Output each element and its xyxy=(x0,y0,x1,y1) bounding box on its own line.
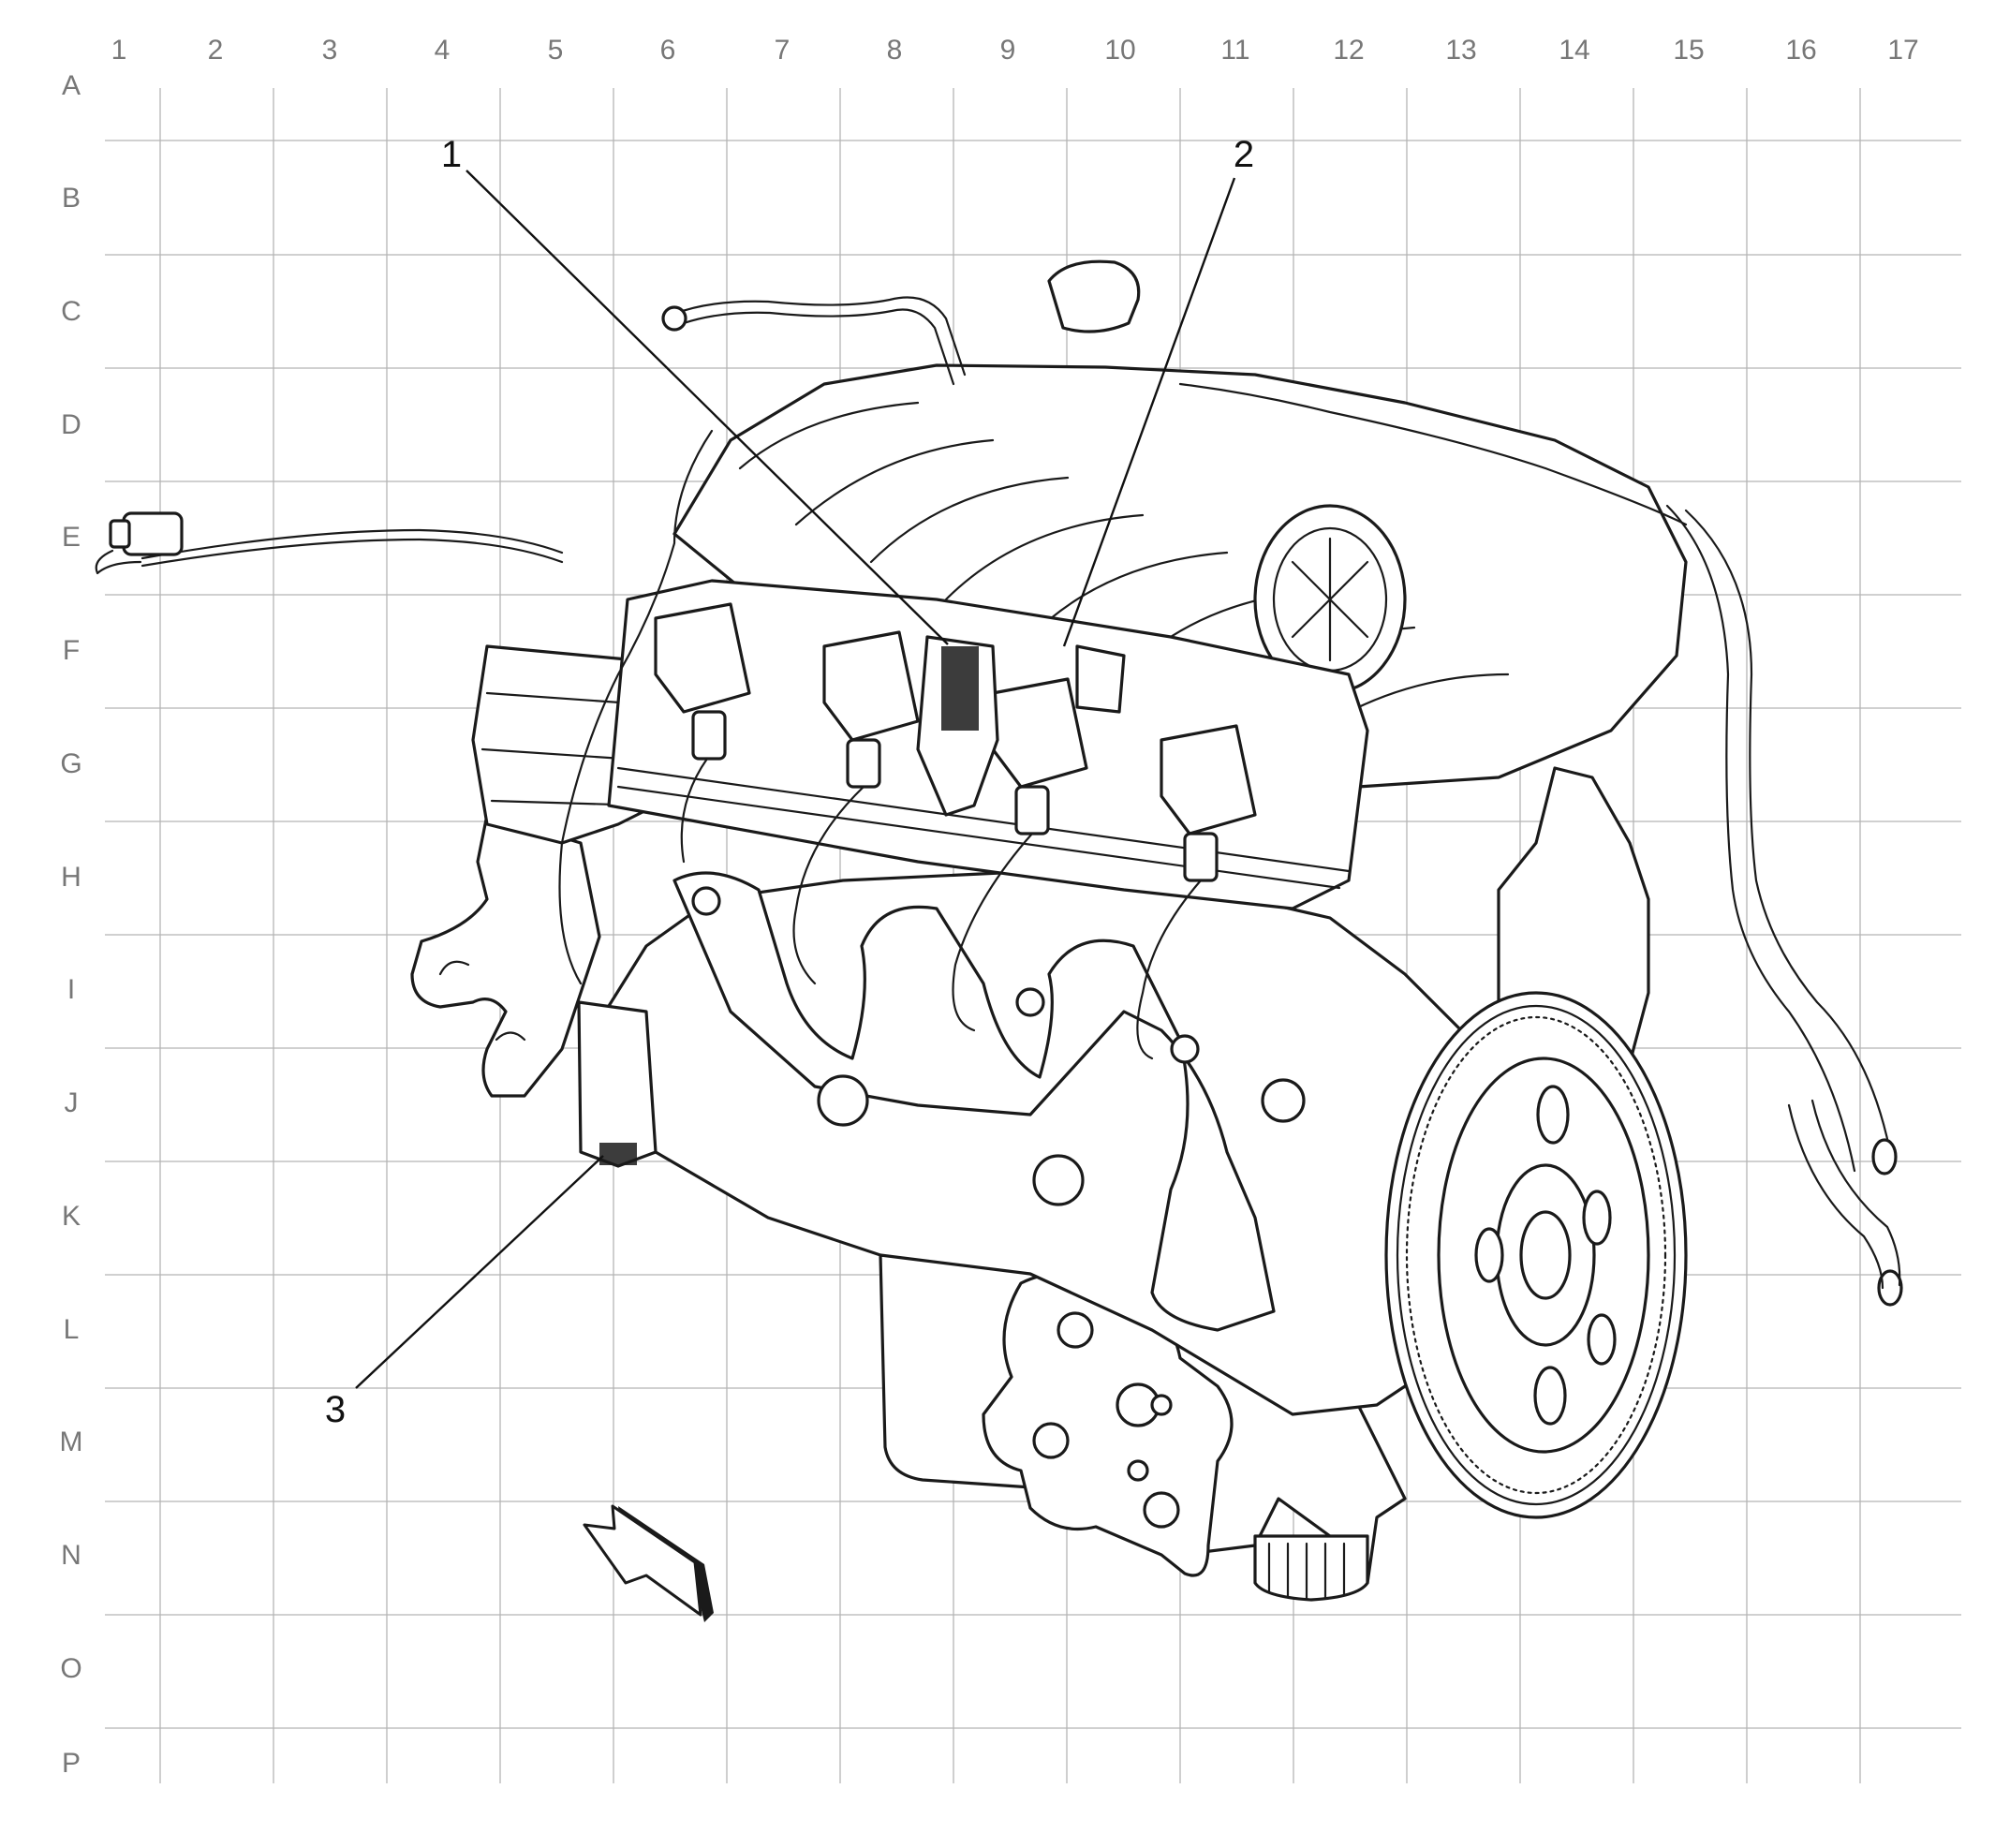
column-label: 8 xyxy=(887,35,903,66)
callout-3: 3 xyxy=(325,1155,604,1430)
row-label: D xyxy=(61,409,81,440)
row-label: N xyxy=(61,1540,81,1571)
exhaust-manifold-icon xyxy=(672,871,1276,1332)
oil-filter-icon xyxy=(1253,1534,1369,1602)
engine-mount-icon xyxy=(410,813,601,1098)
harness-connector-icon xyxy=(95,511,564,575)
row-label: I xyxy=(67,974,75,1005)
callouts: 1 2 3 xyxy=(325,134,1254,1430)
knock-sensor-icon xyxy=(577,1000,658,1168)
column-label: 16 xyxy=(1785,35,1816,66)
column-label: 15 xyxy=(1673,35,1704,66)
row-label: P xyxy=(62,1748,81,1779)
row-labels: A B C D E F G H I J K L M N O P xyxy=(60,70,83,1779)
callout-number: 1 xyxy=(441,134,462,175)
column-label: 12 xyxy=(1333,35,1364,66)
row-label: F xyxy=(63,635,80,666)
column-label: 2 xyxy=(208,35,224,66)
column-label: 10 xyxy=(1104,35,1135,66)
row-label: K xyxy=(62,1201,81,1232)
column-label: 4 xyxy=(435,35,451,66)
row-label: M xyxy=(60,1427,83,1457)
row-label: G xyxy=(60,748,81,779)
column-label: 14 xyxy=(1559,35,1589,66)
column-label: 1 xyxy=(111,35,127,66)
callout-leader xyxy=(355,1155,604,1389)
row-label: A xyxy=(62,70,81,101)
column-label: 3 xyxy=(322,35,338,66)
column-label: 7 xyxy=(775,35,791,66)
sensor-icon xyxy=(1075,644,1126,714)
column-label: 9 xyxy=(1000,35,1016,66)
row-label: E xyxy=(62,522,81,553)
column-labels: 1 2 3 4 5 6 7 8 9 10 11 12 13 14 15 16 1… xyxy=(111,35,1919,66)
ignition-coil-icon xyxy=(654,602,1257,882)
wiring-harness-icon xyxy=(558,382,1688,985)
row-label: H xyxy=(61,862,81,893)
spark-plug-wire-icon xyxy=(680,757,1203,1060)
column-label: 6 xyxy=(660,35,676,66)
callout-1: 1 xyxy=(441,134,949,645)
callout-number: 3 xyxy=(325,1389,346,1430)
row-label: J xyxy=(65,1087,79,1118)
column-label: 5 xyxy=(548,35,564,66)
row-label: B xyxy=(62,183,81,214)
coolant-hose-icon xyxy=(672,296,967,386)
engine-assembly-icon xyxy=(95,259,1903,1602)
callout-2: 2 xyxy=(1062,134,1254,647)
flywheel-icon xyxy=(1384,991,1688,1519)
oil-fill-cap-icon xyxy=(1047,259,1141,333)
column-label: 11 xyxy=(1220,35,1249,66)
callout-leader xyxy=(466,170,949,645)
callout-leader xyxy=(1062,177,1236,647)
row-label: L xyxy=(64,1314,80,1345)
forward-arrow-icon xyxy=(583,1504,714,1622)
column-label: 17 xyxy=(1887,35,1918,66)
row-label: C xyxy=(61,296,81,327)
column-label: 13 xyxy=(1445,35,1476,66)
row-label: O xyxy=(60,1653,81,1684)
callout-number: 2 xyxy=(1234,134,1254,175)
